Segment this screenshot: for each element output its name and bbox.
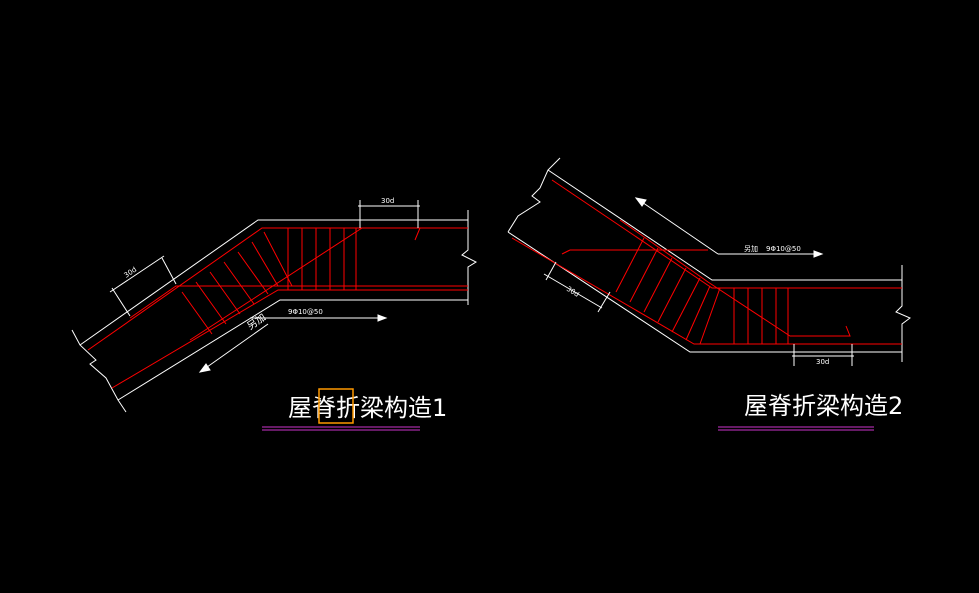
rebar-longitudinal-2 (511, 179, 902, 345)
dimension-slope-label-1: 30d (123, 266, 139, 280)
beam-outline-2 (507, 157, 911, 362)
rebar-note-1: 9Φ10@50 (288, 308, 323, 316)
title-underline-1 (262, 426, 420, 431)
stirrups-1 (181, 228, 357, 335)
arrow-down-left-1 (198, 323, 269, 373)
rebar-note-2: 9Φ10@50 (766, 245, 801, 253)
selection-box[interactable] (318, 388, 354, 424)
title-underline-2 (718, 426, 874, 431)
dimension-top-label-1: 30d (381, 197, 394, 205)
rebar-longitudinal-1 (87, 227, 468, 389)
arrow-right-1 (250, 314, 388, 322)
dimension-bottom-label-2: 30d (816, 358, 829, 366)
arrow-up-left-2 (634, 197, 824, 258)
dimension-top-1 (358, 200, 420, 228)
rebar-note-prefix-2: 另加 (744, 244, 758, 253)
dimension-slope-2 (543, 261, 611, 313)
beam-outline-1 (71, 210, 478, 413)
stirrups-2 (615, 237, 789, 345)
dimension-slope-label-2: 30d (565, 285, 581, 299)
drawing-title-1: 屋脊折梁构造1 (288, 394, 447, 422)
dimension-slope-1 (109, 255, 177, 317)
dimension-bottom-2 (792, 344, 854, 366)
drawing-1: 30d 30d 9Φ10@50 另加 屋脊折梁构造1 (71, 197, 478, 431)
drawing-title-2: 屋脊折梁构造2 (744, 392, 903, 420)
drawing-2: 30d 30d 另加 9Φ10@50 屋脊折梁构造2 (507, 157, 911, 431)
